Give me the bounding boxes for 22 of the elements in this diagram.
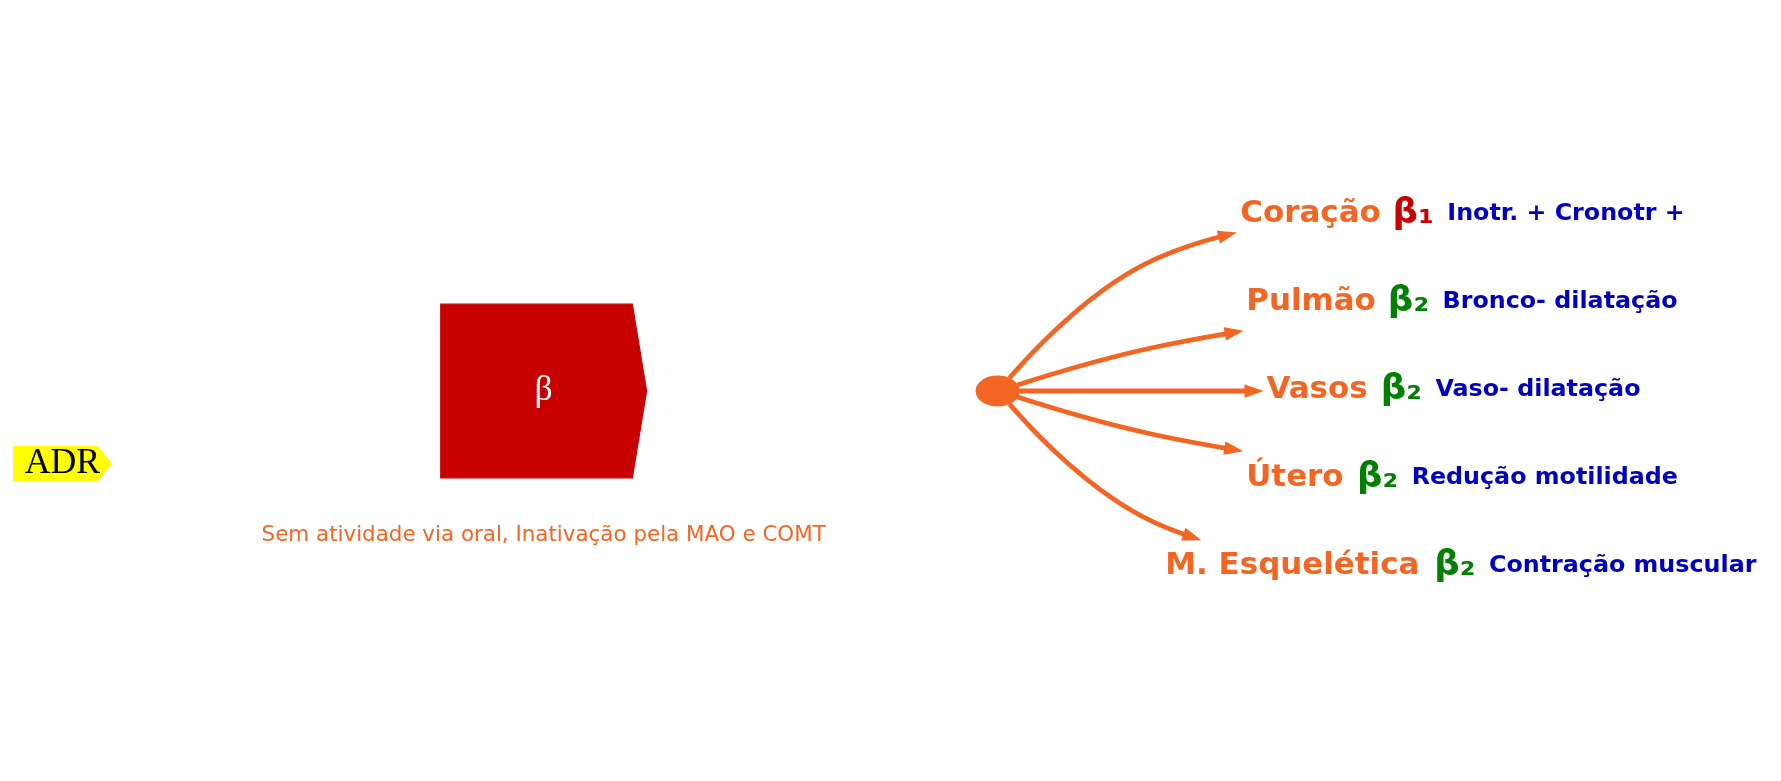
arrow [1019, 383, 1264, 398]
node-text: M. Esquelética [1165, 544, 1420, 581]
node-label: Vaso- dilatação [1435, 373, 1641, 402]
node-label: β₂ [1356, 453, 1399, 495]
arrow [1016, 326, 1244, 387]
arrow [1016, 394, 1244, 455]
arrow [1007, 230, 1237, 380]
node-circle [975, 375, 1020, 406]
node-label: Bronco- dilatação [1442, 285, 1678, 314]
node-text: Útero [1246, 456, 1344, 493]
label: Sem atividade via oral, Inativação pela MAO e COMT [261, 520, 826, 546]
node-label: β₂ [1387, 277, 1430, 319]
node-label: β₂ [1380, 365, 1422, 407]
node-label: β₁ [1392, 189, 1434, 231]
node-label: Inotr. + Cronotr + [1447, 197, 1685, 226]
node-label: β₂ [1434, 541, 1476, 583]
node-text: Coração [1240, 192, 1381, 229]
node-text: Vasos [1266, 368, 1368, 405]
node-text: Pulmão [1246, 280, 1376, 317]
arrow [1007, 401, 1202, 540]
node-label: Contração muscular [1488, 549, 1757, 578]
node-label: Redução motilidade [1411, 461, 1678, 490]
